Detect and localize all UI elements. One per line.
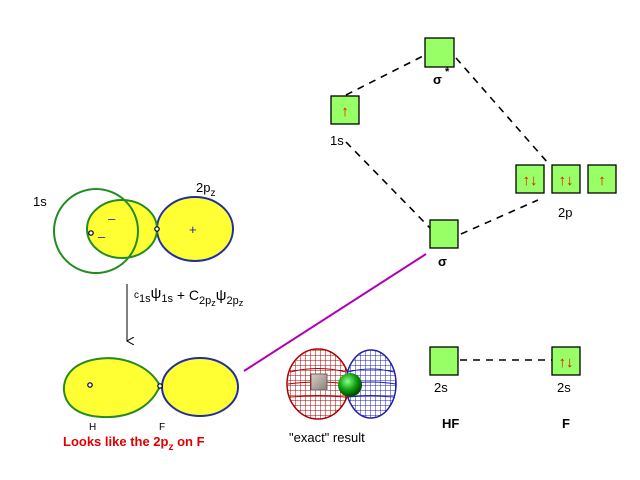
f-2s-label: 2s [557, 380, 571, 395]
f-2p-orbitals: ↑↓ ↑↓ ↑ 2p [515, 164, 617, 220]
lcao-formula: c1sψ1s + C2pzψ2pz [134, 285, 244, 308]
sigma-orbital: σ [429, 219, 459, 269]
f-2s-orbital: ↑↓ 2s F [551, 346, 581, 431]
f-2p-box-3 [587, 164, 617, 194]
plus-sign: + [189, 222, 197, 237]
h-1s-box [330, 95, 360, 125]
hf-f-side-lobe [161, 357, 239, 417]
sigma-to-orbital-connector [243, 253, 427, 372]
f-2s-electrons: ↑↓ [559, 354, 574, 371]
overlap-1s-label: 1s [33, 194, 47, 209]
h-nucleus-dot [88, 230, 94, 236]
sigma-star-box [424, 37, 455, 68]
f-2p-electrons-1: ↑↓ [523, 172, 538, 189]
hf-h-side-lobe [62, 357, 162, 419]
exact-h-atom-cube [310, 373, 328, 391]
exact-result-rendering: "exact" result [286, 348, 397, 445]
sigma-label: σ [438, 254, 447, 269]
sigma-star-superscript: * [445, 66, 450, 78]
orbital-overlap-sketch: – – + 1s 2pz [33, 180, 234, 274]
sigma-star-orbital: σ * [424, 37, 455, 87]
exact-result-caption: "exact" result [289, 430, 365, 445]
f-2p-electrons-2: ↑↓ [559, 172, 574, 189]
h-1s-orbital: ↑ 1s [330, 95, 360, 148]
sigma-box [429, 219, 459, 249]
exact-f-atom-sphere [338, 373, 362, 397]
f-2p-box-2 [551, 164, 581, 194]
result-caption: Looks like the 2pz on F [63, 434, 205, 453]
result-h-nucleus-dot [87, 382, 93, 388]
f-2p-box-1 [515, 164, 545, 194]
h-1s-electron: ↑ [341, 103, 349, 120]
hf-2s-orbital: 2s HF [429, 346, 459, 431]
hf-column-label: HF [442, 416, 459, 431]
overlap-2pz-label: 2pz [196, 180, 215, 199]
h-1s-sphere [53, 188, 139, 274]
result-f-label: F [159, 422, 165, 433]
f-2p-electrons-3: ↑ [598, 172, 606, 189]
minus-sign-2: – [98, 229, 106, 244]
hf-2s-label: 2s [434, 380, 448, 395]
minus-sign-1: – [108, 211, 116, 226]
f-nucleus-dot [154, 226, 160, 232]
mo-correlation-lines [345, 54, 552, 361]
bonding-orbital-sketch: H F Looks like the 2pz on F [62, 357, 239, 453]
sigma-star-label: σ [433, 72, 442, 87]
result-f-nucleus-dot [157, 383, 163, 389]
f-2p-label: 2p [558, 205, 572, 220]
hf-2s-box [429, 346, 459, 376]
f-column-label: F [562, 416, 570, 431]
h-1s-label: 1s [330, 133, 344, 148]
result-h-label: H [89, 422, 96, 433]
f-2s-box [551, 346, 581, 376]
